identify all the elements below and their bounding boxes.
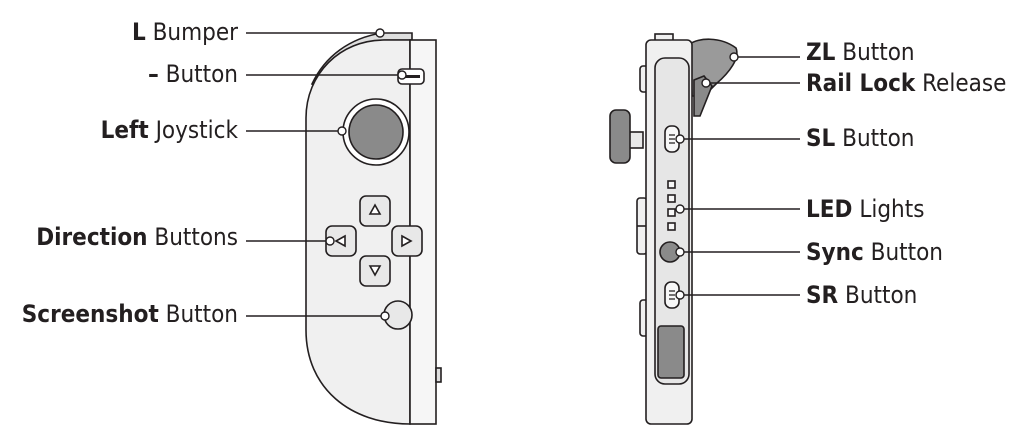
callout-led-lights: LED Lights	[806, 195, 925, 223]
rail-bottom-slot	[657, 325, 685, 379]
callout-zl-button: ZL Button	[806, 38, 915, 66]
callout-sr-button: SR Button	[806, 281, 918, 309]
rail-tab	[435, 367, 442, 383]
led-light	[667, 194, 676, 203]
led-light	[667, 222, 676, 231]
callout-left-joystick: Left Joystick	[100, 116, 238, 144]
callout-minus-button: – Button	[148, 60, 238, 88]
callout-sync-button: Sync Button	[806, 238, 943, 266]
side-callout-lines	[675, 52, 800, 300]
callout-rail-lock-release: Rail Lock Release	[806, 69, 1007, 97]
led-light	[667, 180, 676, 189]
callout-sl-button: SL Button	[806, 124, 915, 152]
front-view	[246, 28, 442, 425]
led-light	[667, 208, 676, 217]
side-view	[609, 33, 800, 425]
stick-profile-cap	[609, 109, 631, 164]
front-callout-lines	[246, 28, 407, 321]
callout-screenshot-button: Screenshot Button	[21, 300, 238, 328]
callout-l-bumper: L Bumper	[131, 18, 238, 46]
callout-direction-buttons: Direction Buttons	[36, 223, 238, 251]
